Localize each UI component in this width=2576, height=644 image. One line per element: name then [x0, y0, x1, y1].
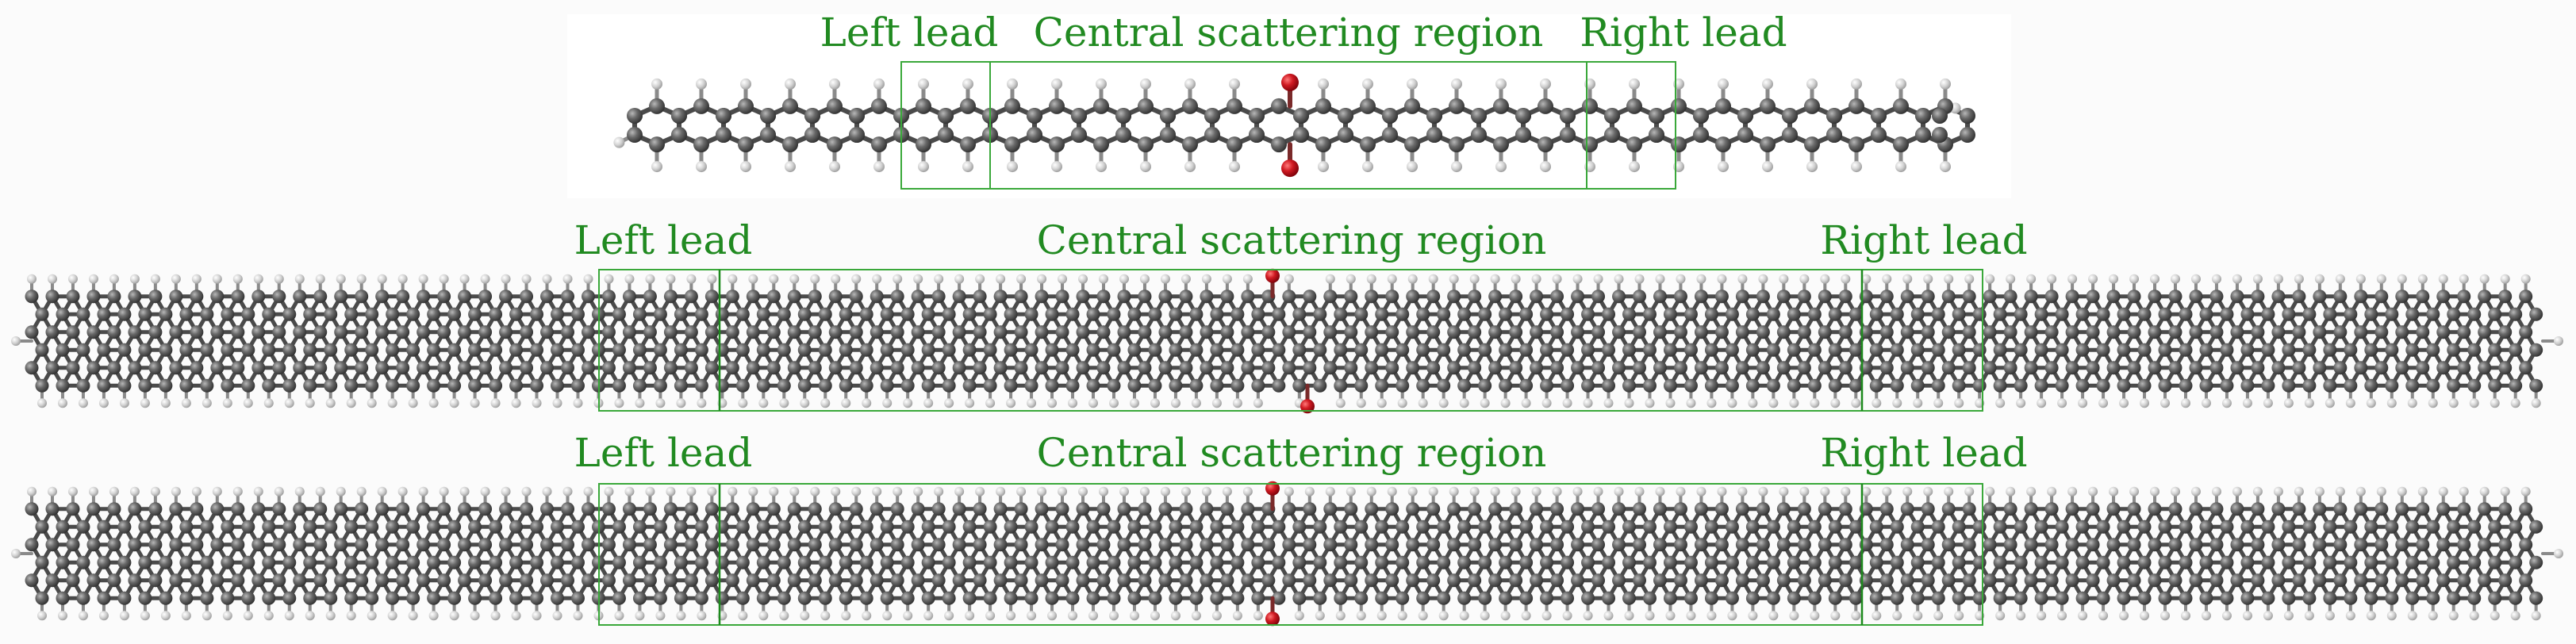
bottom-ribbon-molecule: [11, 481, 2563, 627]
middle-right-lead-label: Right lead: [1820, 217, 2027, 263]
middle-left-lead-label: Left lead: [574, 217, 753, 263]
top-right-lead-box: [1586, 61, 1676, 190]
top-ribbon-molecule: [613, 73, 1975, 178]
middle-panel: Left lead Central scattering region Righ…: [11, 217, 2563, 414]
top-left-lead-label: Left lead: [820, 10, 999, 56]
top-central-region-label: Central scattering region: [1034, 10, 1544, 56]
bottom-left-lead-label: Left lead: [574, 430, 753, 476]
middle-central-region-label: Central scattering region: [1037, 217, 1547, 263]
bottom-central-region-label: Central scattering region: [1037, 430, 1547, 476]
top-panel: Left lead Central scattering region Righ…: [613, 10, 1975, 190]
bottom-right-lead-label: Right lead: [1820, 430, 2027, 476]
top-right-lead-label: Right lead: [1580, 10, 1787, 56]
bottom-panel: Left lead Central scattering region Righ…: [11, 430, 2563, 627]
middle-ribbon-molecule: [11, 268, 2563, 414]
